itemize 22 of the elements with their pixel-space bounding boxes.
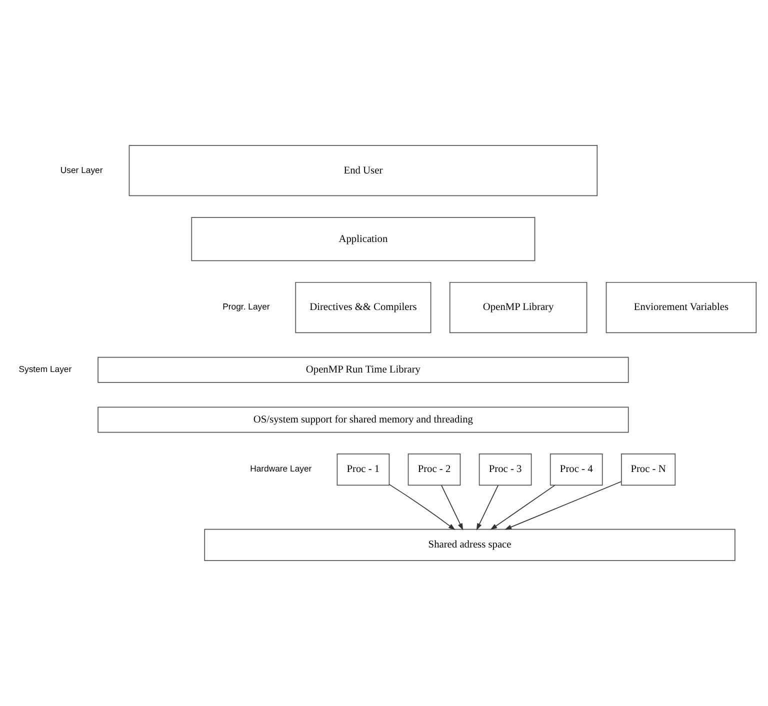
arrow bbox=[388, 484, 456, 530]
arrow bbox=[441, 484, 464, 530]
node-box: Proc - 4 bbox=[550, 454, 603, 486]
node-box: Directives && Compilers bbox=[295, 282, 432, 334]
node-box: Proc - N bbox=[621, 454, 676, 486]
node-box: OS/system support for shared memory and threading bbox=[98, 406, 629, 433]
label: Progr. Layer bbox=[222, 302, 270, 312]
node-box: Application bbox=[191, 216, 536, 262]
node-box: Proc - 1 bbox=[336, 454, 390, 486]
node-box: Proc - 3 bbox=[478, 454, 532, 486]
arrow bbox=[504, 481, 622, 530]
arrow bbox=[476, 484, 499, 530]
node-box: Proc - 2 bbox=[408, 454, 461, 486]
node-box: OpenMP Run Time Library bbox=[98, 356, 629, 383]
label: Hardware Layer bbox=[250, 464, 312, 474]
node-box: Shared adress space bbox=[204, 528, 736, 561]
node-box: End User bbox=[128, 145, 598, 196]
arrow bbox=[490, 484, 556, 530]
label: User Layer bbox=[60, 164, 103, 175]
label: System Layer bbox=[18, 364, 72, 374]
node-box: Enviorement Variables bbox=[606, 282, 757, 334]
node-box: OpenMP Library bbox=[449, 282, 588, 334]
